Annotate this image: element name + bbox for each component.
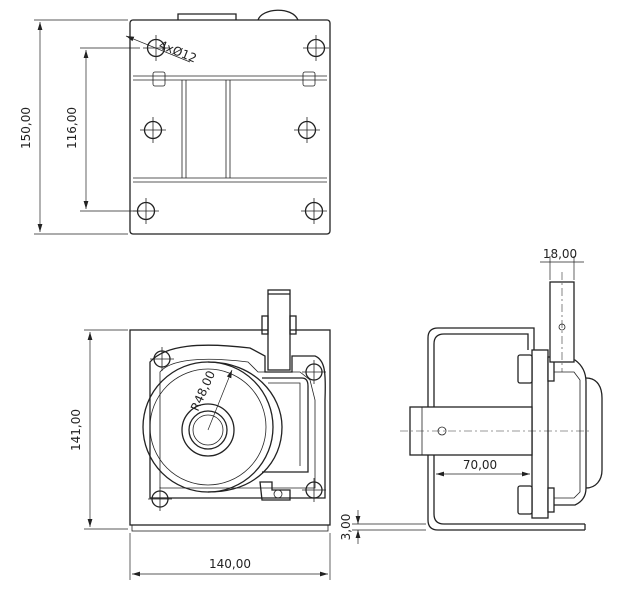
dim-plate-thickness: 3,00 xyxy=(339,514,353,541)
dim-side-depth: 70,00 xyxy=(463,458,497,472)
top-hole-br xyxy=(301,198,327,224)
dim-top-height: 150,00 xyxy=(19,107,33,149)
top-hole-mr xyxy=(294,117,320,143)
top-hole-tr xyxy=(303,35,329,61)
front-hole-bl xyxy=(148,487,172,511)
hole-note-label: 4xØ12 xyxy=(157,38,199,66)
front-hole-br xyxy=(302,478,326,502)
top-hole-ml xyxy=(140,117,166,143)
front-view: R48,00 141,00 140,00 xyxy=(69,289,331,580)
dim-bolt-spacing: 116,00 xyxy=(65,107,79,149)
front-hole-tl xyxy=(150,347,174,371)
dim-radius: R48,00 xyxy=(188,369,218,414)
dim-front-height: 141,00 xyxy=(69,409,83,451)
front-hole-tr xyxy=(302,360,326,384)
top-view: 4xØ12 150,00 116,00 xyxy=(19,9,331,235)
dim-front-width: 140,00 xyxy=(209,557,251,571)
side-view: 18,00 70,00 3,00 xyxy=(339,247,603,544)
dim-side-tube: 18,00 xyxy=(543,247,577,261)
